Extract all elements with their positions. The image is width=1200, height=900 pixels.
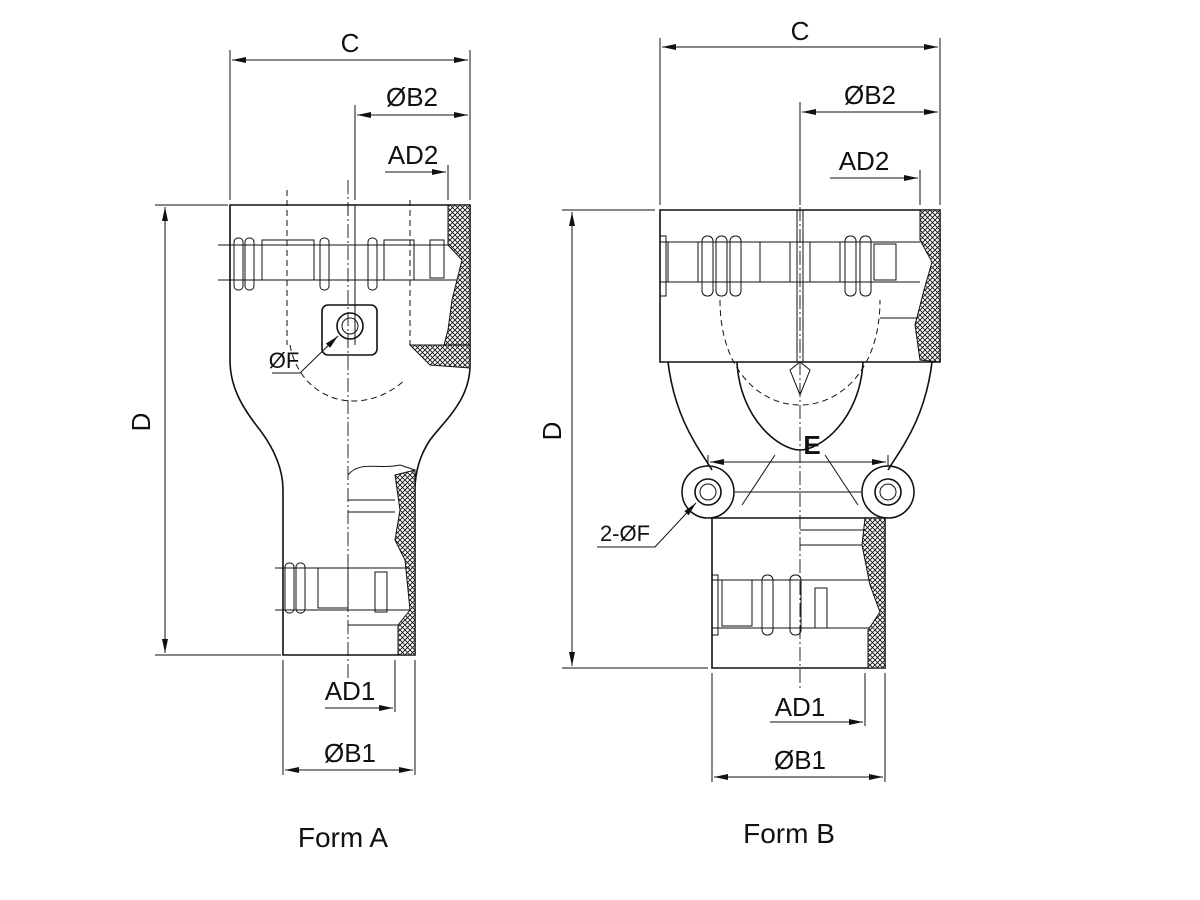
form-b-bottom-body	[711, 517, 886, 669]
form-a-label-d: D	[126, 413, 156, 432]
form-a-label-c: C	[341, 28, 360, 58]
form-a-drawing: C ØB2 AD2 D ØF AD1 ØB1 Form A	[126, 28, 471, 853]
form-b-label-d: D	[537, 422, 567, 441]
form-a-label-b1: ØB1	[324, 738, 376, 768]
form-a-caption: Form A	[298, 822, 389, 853]
form-b-mount-hole-left	[694, 478, 722, 506]
form-b-label-f: 2-ØF	[600, 521, 650, 546]
form-b-mount-lug-right	[861, 465, 915, 519]
form-a-mounting-lug	[321, 304, 378, 356]
form-a-label-f: ØF	[269, 348, 300, 373]
form-a-mount-hole	[336, 312, 364, 340]
form-a-label-ad2: AD2	[388, 140, 439, 170]
form-b-bottom-collet	[711, 529, 870, 636]
form-a-dimensions	[155, 50, 471, 775]
form-b-label-e: E	[803, 430, 820, 460]
form-b-caption: Form B	[743, 818, 835, 849]
form-a-bottom-collet	[275, 499, 410, 626]
form-b-wall-section-top	[914, 209, 941, 363]
form-a-body-outline	[229, 204, 471, 656]
form-a-wall-section-top	[439, 204, 471, 366]
form-b-label-ad2: AD2	[839, 146, 890, 176]
form-b-top-collet	[659, 235, 920, 319]
form-a-top-collet	[218, 237, 470, 291]
form-b-label-c: C	[791, 16, 810, 46]
form-a-label-ad1: AD1	[325, 676, 376, 706]
form-b-wall-section-bottom	[861, 517, 886, 669]
form-b-label-ad1: AD1	[775, 692, 826, 722]
form-a-label-b2: ØB2	[386, 82, 438, 112]
form-b-label-b2: ØB2	[844, 80, 896, 110]
form-b-label-b1: ØB1	[774, 745, 826, 775]
form-a-wall-section-bottom	[394, 469, 416, 656]
form-b-mount-hole-right	[874, 478, 902, 506]
form-b-drawing: C ØB2 AD2 D E 2-ØF AD1 ØB1 Form B	[537, 16, 941, 849]
form-b-dimensions	[562, 38, 941, 782]
